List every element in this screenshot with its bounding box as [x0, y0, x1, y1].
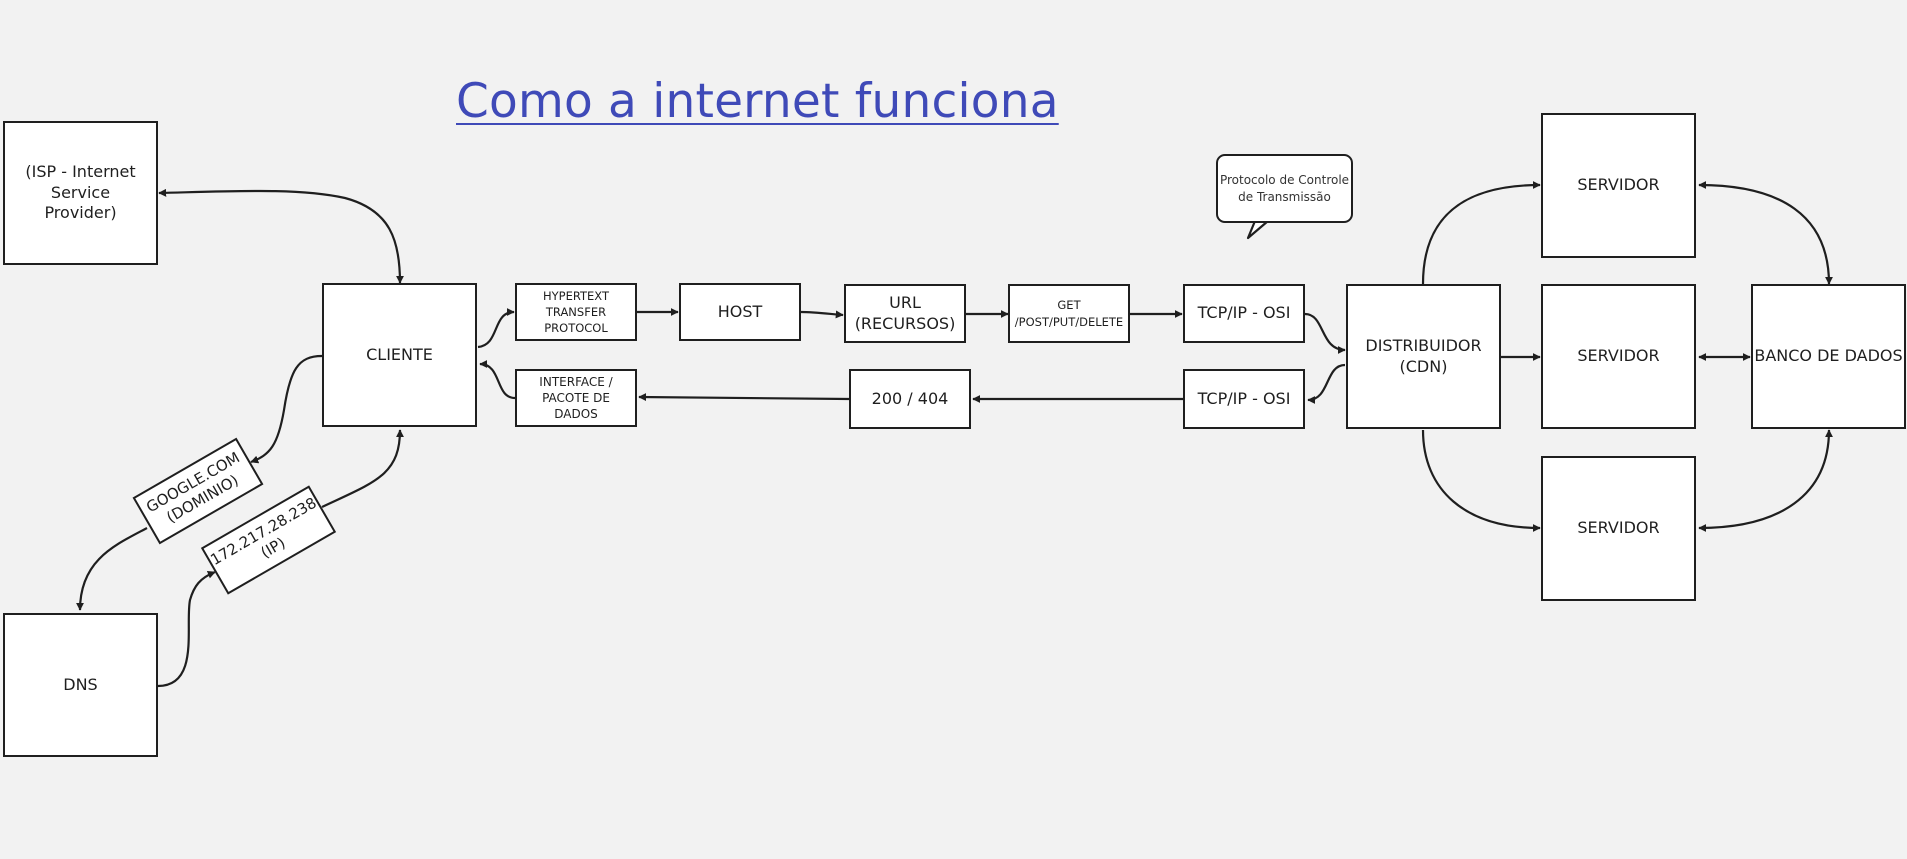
cdn-box: DISTRIBUIDOR (CDN) — [1346, 284, 1501, 429]
arrow-cdn-servidor-top — [1421, 181, 1541, 285]
arrow-ip-cliente — [321, 429, 404, 508]
host-box: HOST — [679, 283, 801, 341]
arrow-status-interface — [638, 393, 850, 402]
methods-box: GET /POST/PUT/DELETE — [1008, 284, 1130, 343]
arrow-cliente-http — [477, 308, 515, 349]
banco-de-dados-box: BANCO DE DADOS — [1751, 284, 1906, 429]
arrow-cliente-dominio — [250, 354, 323, 464]
arrow-host-url — [800, 310, 844, 319]
page-title: Como a internet funciona — [456, 74, 1059, 129]
interface-box: INTERFACE / PACOTE DE DADOS — [515, 369, 637, 427]
callout-tail — [1246, 220, 1269, 240]
arrow-cdn-tcpbottom — [1307, 363, 1346, 404]
dns-box: DNS — [3, 613, 158, 757]
cliente-box: CLIENTE — [322, 283, 477, 427]
arrow-servidor-top-banco — [1698, 181, 1833, 285]
servidor-bottom-box: SERVIDOR — [1541, 456, 1696, 601]
http-box: HYPERTEXT TRANSFER PROTOCOL — [515, 283, 637, 341]
tcp-top-box: TCP/IP - OSI — [1183, 284, 1305, 343]
arrow-interface-cliente — [479, 360, 516, 400]
tcp-callout: Protocolo de Controle de Transmissão — [1216, 154, 1353, 223]
servidor-mid-box: SERVIDOR — [1541, 284, 1696, 429]
tcp-bottom-box: TCP/IP - OSI — [1183, 369, 1305, 429]
arrow-servidor-bottom-banco — [1698, 429, 1833, 532]
arrow-isp-cliente — [158, 188, 404, 284]
servidor-top-box: SERVIDOR — [1541, 113, 1696, 258]
isp-box: (ISP - Internet Service Provider) — [3, 121, 158, 265]
arrow-dns-ip — [157, 570, 216, 688]
url-box: URL (RECURSOS) — [844, 284, 966, 343]
arrow-cdn-servidor-bottom — [1421, 429, 1541, 532]
status-box: 200 / 404 — [849, 369, 971, 429]
arrow-tcp-cdn — [1304, 312, 1346, 354]
arrow-dominio-dns — [76, 527, 148, 611]
